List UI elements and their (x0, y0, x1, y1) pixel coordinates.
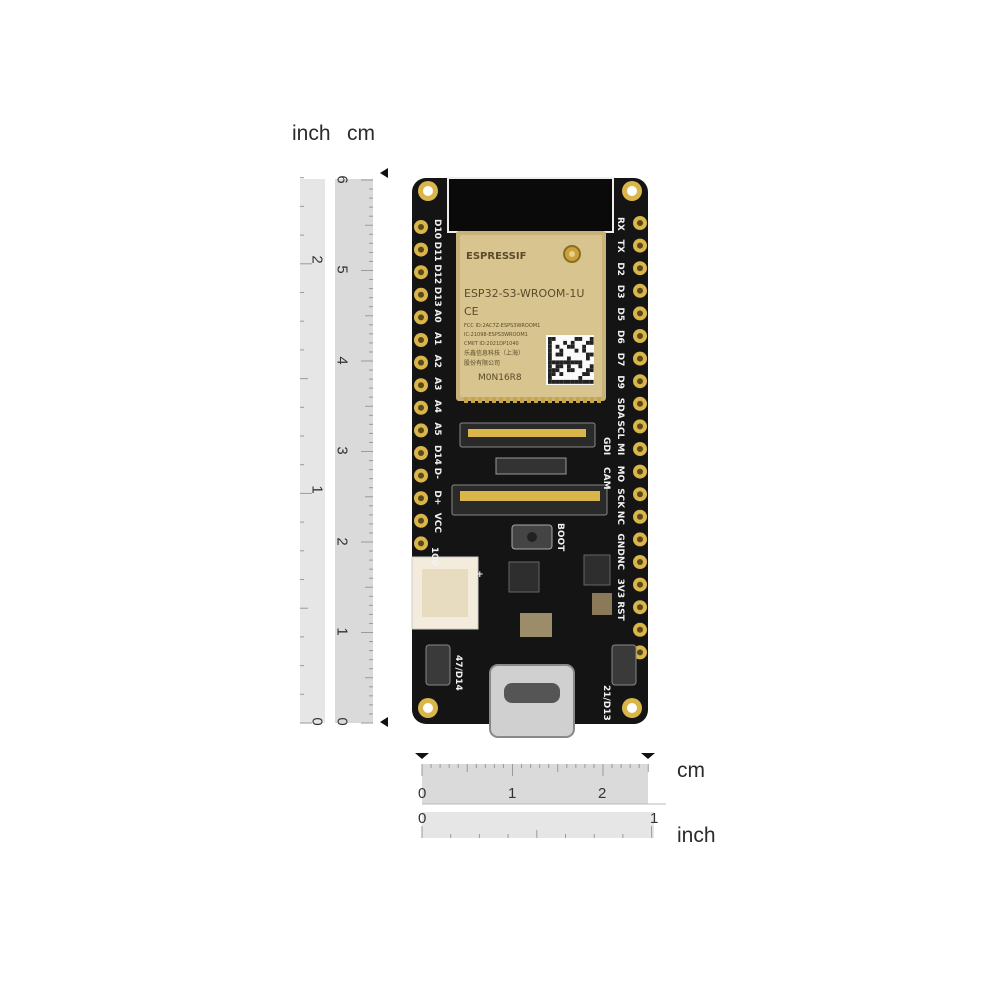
right-pin-pads (633, 216, 647, 660)
hruler-cm-1: 1 (508, 785, 517, 802)
left-pin-label: A4 (432, 400, 442, 413)
inch-unit-label: inch (292, 122, 331, 145)
right-pin-label: GND (615, 533, 625, 555)
vruler-cm-4: 4 (333, 356, 351, 365)
hruler-inch-0: 0 (418, 810, 427, 827)
right-pin-label: D7 (615, 353, 625, 367)
vruler-cm-1: 1 (333, 627, 351, 636)
right-pin-label: D6 (615, 330, 625, 344)
left-pin-label: A5 (432, 422, 442, 435)
module-lot: M0N16R8 (478, 373, 522, 383)
horizontal-ruler (415, 753, 666, 838)
module-line5: 股份有限公司 (464, 359, 500, 367)
right-button-label: 21/D13 (601, 685, 611, 721)
right-pin-label: MO (615, 466, 625, 483)
vertical-inch-strip (300, 179, 325, 723)
right-pin-label: 3V3 (615, 579, 625, 599)
right-pin-label: SCK (615, 488, 625, 509)
right-pin-label: NC (615, 556, 625, 571)
module-model: ESP32-S3-WROOM-1U (464, 287, 584, 300)
right-pin-label: NC (615, 511, 625, 526)
left-pin-pads (414, 220, 428, 551)
plus-label: + (476, 570, 484, 580)
antenna-keepout (447, 177, 614, 233)
cam-label: CAM (601, 467, 611, 490)
cm-unit-label: cm (347, 122, 375, 145)
left-pin-label: D10 (432, 219, 442, 239)
hruler-inch-1: 1 (650, 810, 659, 827)
right-arrow-icon (641, 753, 655, 759)
vruler-inch-2: 2 (308, 255, 326, 264)
hruler-cm-2: 2 (598, 785, 607, 802)
right-pin-label: MI (615, 443, 625, 455)
hruler-cm-0: 0 (418, 785, 427, 802)
chip-2 (583, 554, 611, 586)
boot-label: BOOT (555, 523, 565, 552)
vruler-cm-2: 2 (333, 537, 351, 546)
gdi-label: GDI (601, 437, 611, 455)
left-pin-label: A1 (432, 332, 442, 345)
right-side-button (611, 644, 637, 686)
left-button-label: 47/D14 (453, 655, 463, 691)
right-pin-label: D9 (615, 375, 625, 389)
vruler-inch-1: 1 (308, 485, 326, 494)
inductor (592, 593, 612, 615)
module-brand: ESPRESSIF (466, 251, 526, 262)
left-pin-label: A2 (432, 355, 442, 368)
left-pin-label: A3 (432, 377, 442, 390)
horizontal-cm-strip (422, 764, 648, 804)
bottom-arrow-icon (380, 717, 388, 727)
component-array (495, 457, 567, 475)
vruler-cm-0: 0 (333, 717, 351, 726)
right-pin-label: D3 (615, 285, 625, 299)
vertical-ruler (300, 168, 388, 727)
cm-unit-label-bottom: cm (677, 759, 705, 782)
left-pin-label: D13 (432, 287, 442, 307)
left-side-button (425, 644, 451, 686)
horizontal-inch-strip (422, 812, 654, 838)
right-pin-label: SCL (615, 420, 625, 439)
module-line3: CMIIT ID:2021DP1040 (464, 341, 519, 347)
left-arrow-icon (415, 753, 429, 759)
inch-unit-label-bottom: inch (677, 824, 716, 847)
left-pin-label: VCC (432, 513, 442, 534)
left-pin-label: A0 (432, 309, 442, 322)
chip-1 (508, 561, 540, 593)
right-pin-label: TX (615, 240, 625, 253)
left-pin-label: D11 (432, 242, 442, 262)
module-line2: IC:21098-ESPS3WROOM1 (464, 332, 528, 338)
right-pin-label: RST (615, 601, 625, 621)
regulator (520, 613, 552, 637)
mounting-holes (418, 181, 642, 718)
module-line4: 乐鑫信息科技（上海） (464, 349, 524, 357)
left-pin-label: D12 (432, 264, 442, 284)
vruler-cm-5: 5 (333, 265, 351, 274)
pcb-board: ESPRESSIF ESP32-S3-WROOM-1U CE FCC ID:2A… (411, 177, 648, 738)
left-pin-label: D- (432, 468, 442, 480)
module-line1: FCC ID:2AC7Z-ESPS3WROOM1 (464, 323, 540, 329)
vruler-cm-6: 6 (333, 175, 351, 184)
top-arrow-icon (380, 168, 388, 178)
left-pin-label: D14 (432, 445, 442, 465)
right-pin-label: SDA (615, 398, 625, 419)
vruler-inch-0: 0 (308, 717, 326, 726)
left-pin-label: D+ (432, 490, 442, 505)
hundred-label: 100 (429, 547, 439, 566)
vruler-cm-3: 3 (333, 446, 351, 455)
right-pin-label: RX (615, 217, 625, 231)
right-pin-label: D2 (615, 262, 625, 276)
module-ce: CE (464, 305, 479, 318)
right-pin-label: D5 (615, 307, 625, 321)
